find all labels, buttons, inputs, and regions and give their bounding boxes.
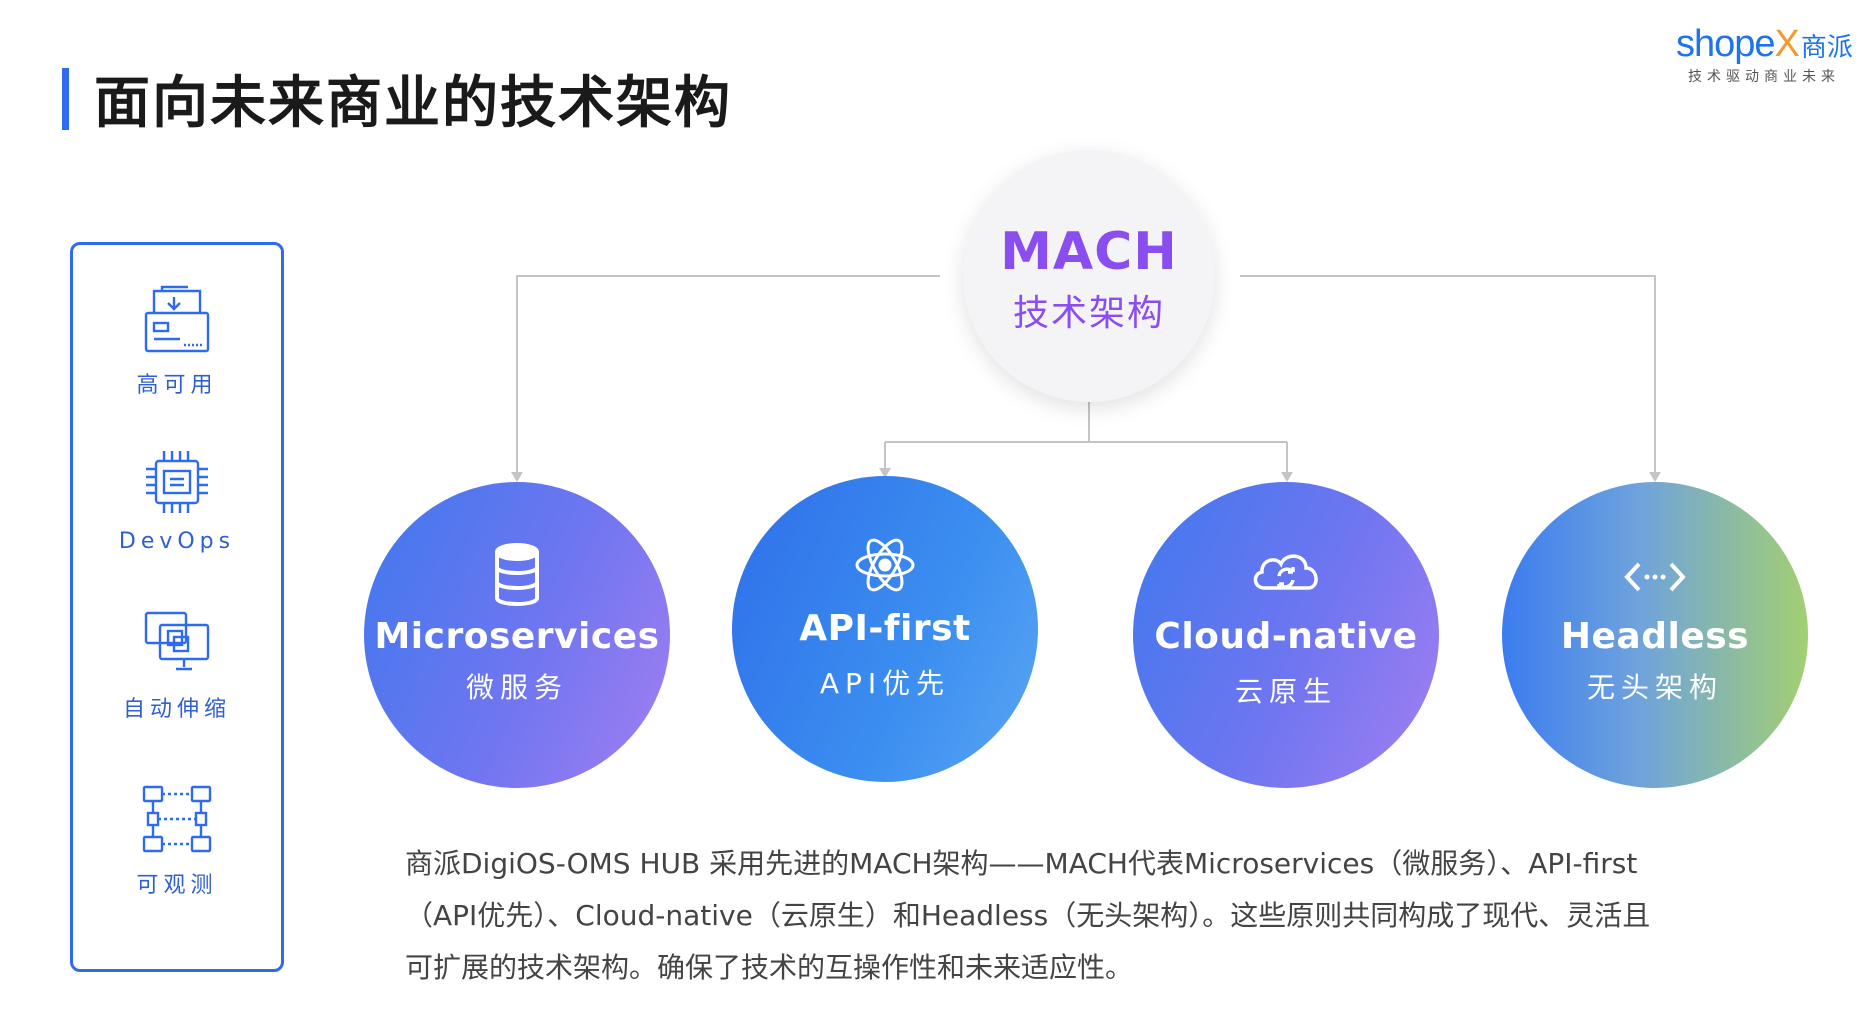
- capability-label: 自动伸缩: [122, 697, 231, 722]
- connector-left: [516, 275, 940, 474]
- pillar-cloud-native: Cloud-native 云原生: [1133, 482, 1439, 788]
- capability-high-availability: 高可用: [73, 283, 281, 399]
- capability-devops: DevOps: [73, 445, 281, 554]
- document-icon: [144, 285, 210, 353]
- arrow-microservices: [511, 472, 523, 482]
- connector-right: [1240, 275, 1656, 474]
- description-line: （API优先）、Cloud-native（云原生）和Headless（无头架构）…: [405, 899, 1651, 932]
- mach-hub: MACH 技术架构: [963, 150, 1215, 402]
- network-icon: [142, 785, 212, 853]
- capability-label: 高可用: [136, 373, 218, 398]
- page-title: 面向未来商业的技术架构: [94, 71, 732, 136]
- monitors-icon: [144, 611, 210, 671]
- pillar-subtitle: API优先: [819, 667, 951, 700]
- pillar-headless: Headless 无头架构: [1502, 482, 1808, 788]
- logo-wordmark: shopeX商派: [1676, 22, 1853, 69]
- capability-autoscaling: 自动伸缩: [73, 607, 281, 723]
- pillar-name: Cloud-native: [1154, 616, 1418, 657]
- description-line: 可扩展的技术架构。确保了技术的互操作性和未来适应性。: [405, 951, 1134, 984]
- capability-label: DevOps: [118, 529, 236, 554]
- title-accent-bar: [62, 68, 69, 130]
- description-line: 商派DigiOS-OMS HUB 采用先进的MACH架构——MACH代表Micr…: [405, 847, 1638, 880]
- arrow-headless: [1649, 472, 1661, 482]
- logo-tagline: 技术驱动商业未来: [1688, 69, 1840, 85]
- connector-center: [884, 402, 1288, 474]
- arrow-api-first: [879, 468, 891, 478]
- pillar-subtitle: 微服务: [465, 671, 568, 704]
- atom-icon: [855, 538, 915, 592]
- arrow-cloud-native: [1281, 472, 1293, 482]
- pillar-name: API-first: [799, 608, 971, 649]
- pillar-name: Headless: [1560, 616, 1750, 657]
- shopex-logo: shopeX商派 技术驱动商业未来: [1676, 22, 1856, 92]
- chip-icon: [146, 451, 208, 513]
- capability-observability: 可观测: [73, 783, 281, 899]
- description-paragraph: 商派DigiOS-OMS HUB 采用先进的MACH架构——MACH代表Micr…: [405, 838, 1705, 994]
- pillar-api-first: API-first API优先: [732, 476, 1038, 782]
- pillar-subtitle: 云原生: [1234, 675, 1337, 708]
- cloud-icon: [1253, 554, 1318, 590]
- database-icon: [495, 543, 539, 606]
- hub-title: MACH: [1000, 222, 1178, 282]
- pillar-subtitle: 无头架构: [1586, 671, 1723, 704]
- logo-cn-text: 商派: [1800, 32, 1853, 62]
- code-arrows-icon: [1624, 562, 1686, 592]
- capability-label: 可观测: [136, 873, 218, 898]
- pillar-microservices: Microservices 微服务: [364, 482, 670, 788]
- logo-shop-text: shope: [1676, 23, 1776, 65]
- hub-subtitle: 技术架构: [1012, 293, 1165, 334]
- logo-x-text: X: [1774, 23, 1800, 65]
- capabilities-panel: 高可用 DevOps 自动伸缩: [70, 242, 284, 972]
- pillar-name: Microservices: [374, 616, 660, 657]
